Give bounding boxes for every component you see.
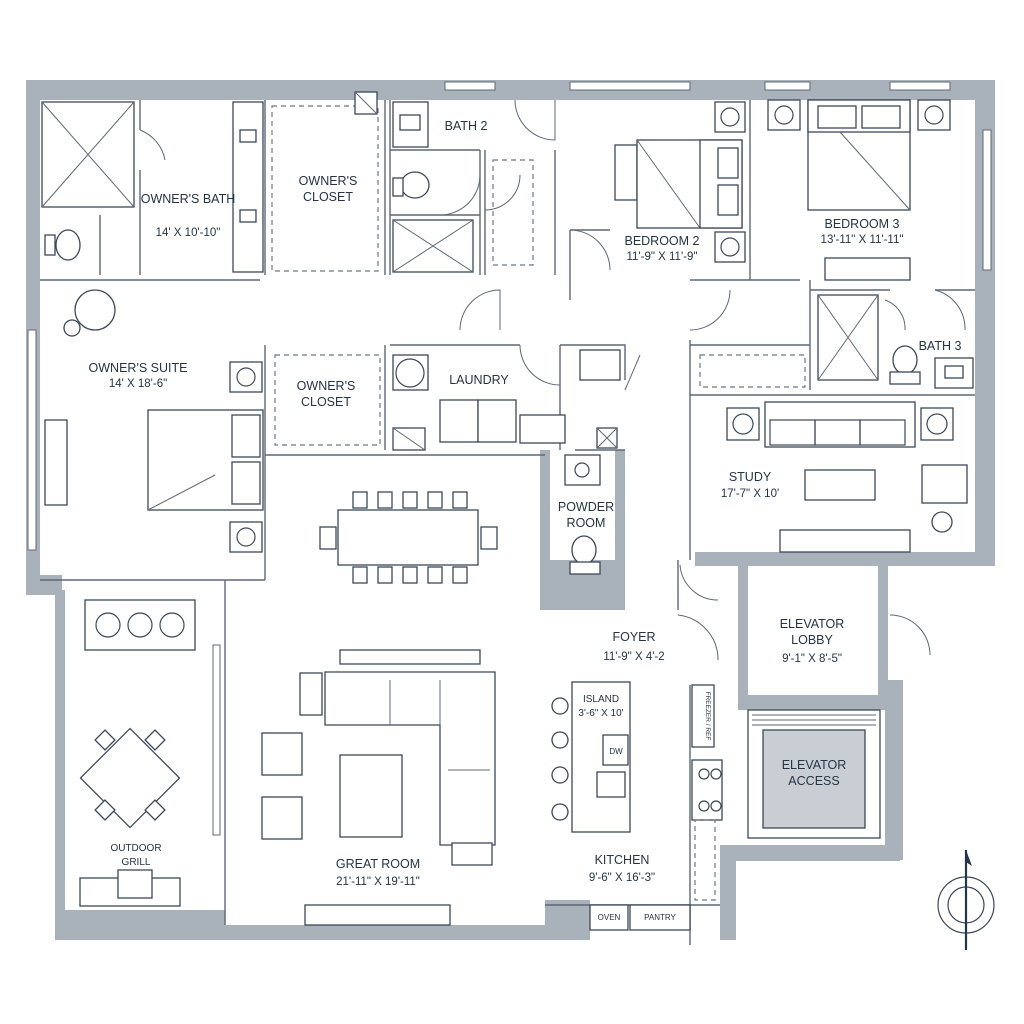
island-label: ISLAND [583,694,619,705]
pantry-label: PANTRY [644,913,676,922]
foyer-label: FOYER [612,630,655,644]
dishwasher-label: DW [609,747,623,756]
outdoor-grill-label-line1: OUTDOOR [110,843,161,854]
laundry-fixtures [392,349,621,451]
powder-room-label-line1: POWDER [558,500,614,514]
bath-2-label: BATH 2 [445,119,488,133]
great-room-size: 21'-11" X 19'-11" [336,876,420,888]
study-label: STUDY [729,470,772,484]
oven-label: OVEN [598,913,621,922]
dining-fixtures [319,491,498,584]
study-fixtures [726,401,968,553]
owners-closet-2-label-line2: CLOSET [301,395,351,409]
bedroom-2-label: BEDROOM 2 [624,234,699,248]
owners-suite-size: 14' X 18'-6" [109,378,167,390]
bedroom-3-fixtures [767,99,951,281]
elevator-access-fixtures [747,709,881,839]
owners-closet-2-fixtures [274,354,381,446]
windows [27,81,992,836]
foyer-size: 11'-9" X 4'-2 [603,651,664,663]
owners-closet-1-fixtures [271,91,379,272]
elevator-access-label-line2: ACCESS [788,774,839,788]
powder-room-label-line2: ROOM [567,516,606,530]
owners-suite-fixtures [44,289,264,553]
island-size: 3'-6" X 10' [578,708,623,719]
kitchen-label: KITCHEN [595,853,650,867]
owners-bath-size: 14' X 10'-10" [156,227,221,239]
doors [139,99,966,661]
bedroom-3-label: BEDROOM 3 [824,217,899,231]
bedroom-3-size: 13'-11" X 11'-11" [821,234,904,246]
north-arrow-icon [937,850,995,950]
owners-closet-1-label-line1: OWNER'S [299,174,358,188]
great-room-fixtures [261,649,496,926]
laundry-label: LAUNDRY [449,373,509,387]
freezer-ref-label: FREEZER / REF [704,692,711,741]
owners-bath-fixtures [41,101,264,275]
kitchen-fixtures [551,681,723,931]
powder-room-fixtures [564,454,601,575]
exterior-walls [26,80,995,940]
terrace-fixtures [79,599,196,907]
bath-2-fixtures [392,101,534,273]
great-room-label: GREAT ROOM [336,857,420,871]
owners-bath-label: OWNER'S BATH [141,192,236,206]
owners-suite-label: OWNER'S SUITE [89,361,188,375]
elevator-lobby-size: 9'-1" X 8'-5" [782,653,842,665]
room-labels: OWNER'S BATH 14' X 10'-10" OWNER'S CLOSE… [89,119,962,922]
owners-closet-1-label-line2: CLOSET [303,190,353,204]
elevator-access-label-line1: ELEVATOR [782,758,847,772]
interior-walls [40,100,975,945]
bedroom-2-fixtures [614,101,746,263]
kitchen-size: 9'-6" X 16'-3" [589,872,655,884]
bath-3-label: BATH 3 [919,339,962,353]
study-size: 17'-7" X 10' [721,488,779,500]
hall-closet-fixtures [699,354,806,388]
elevator-lobby-label-line2: LOBBY [791,633,833,647]
owners-closet-2-label-line1: OWNER'S [297,379,356,393]
bath-3-fixtures [817,294,974,389]
elevator-lobby-label-line1: ELEVATOR [780,617,845,631]
bedroom-2-size: 11'-9" X 11'-9" [627,251,698,263]
outdoor-grill-label-line2: GRILL [122,857,151,868]
